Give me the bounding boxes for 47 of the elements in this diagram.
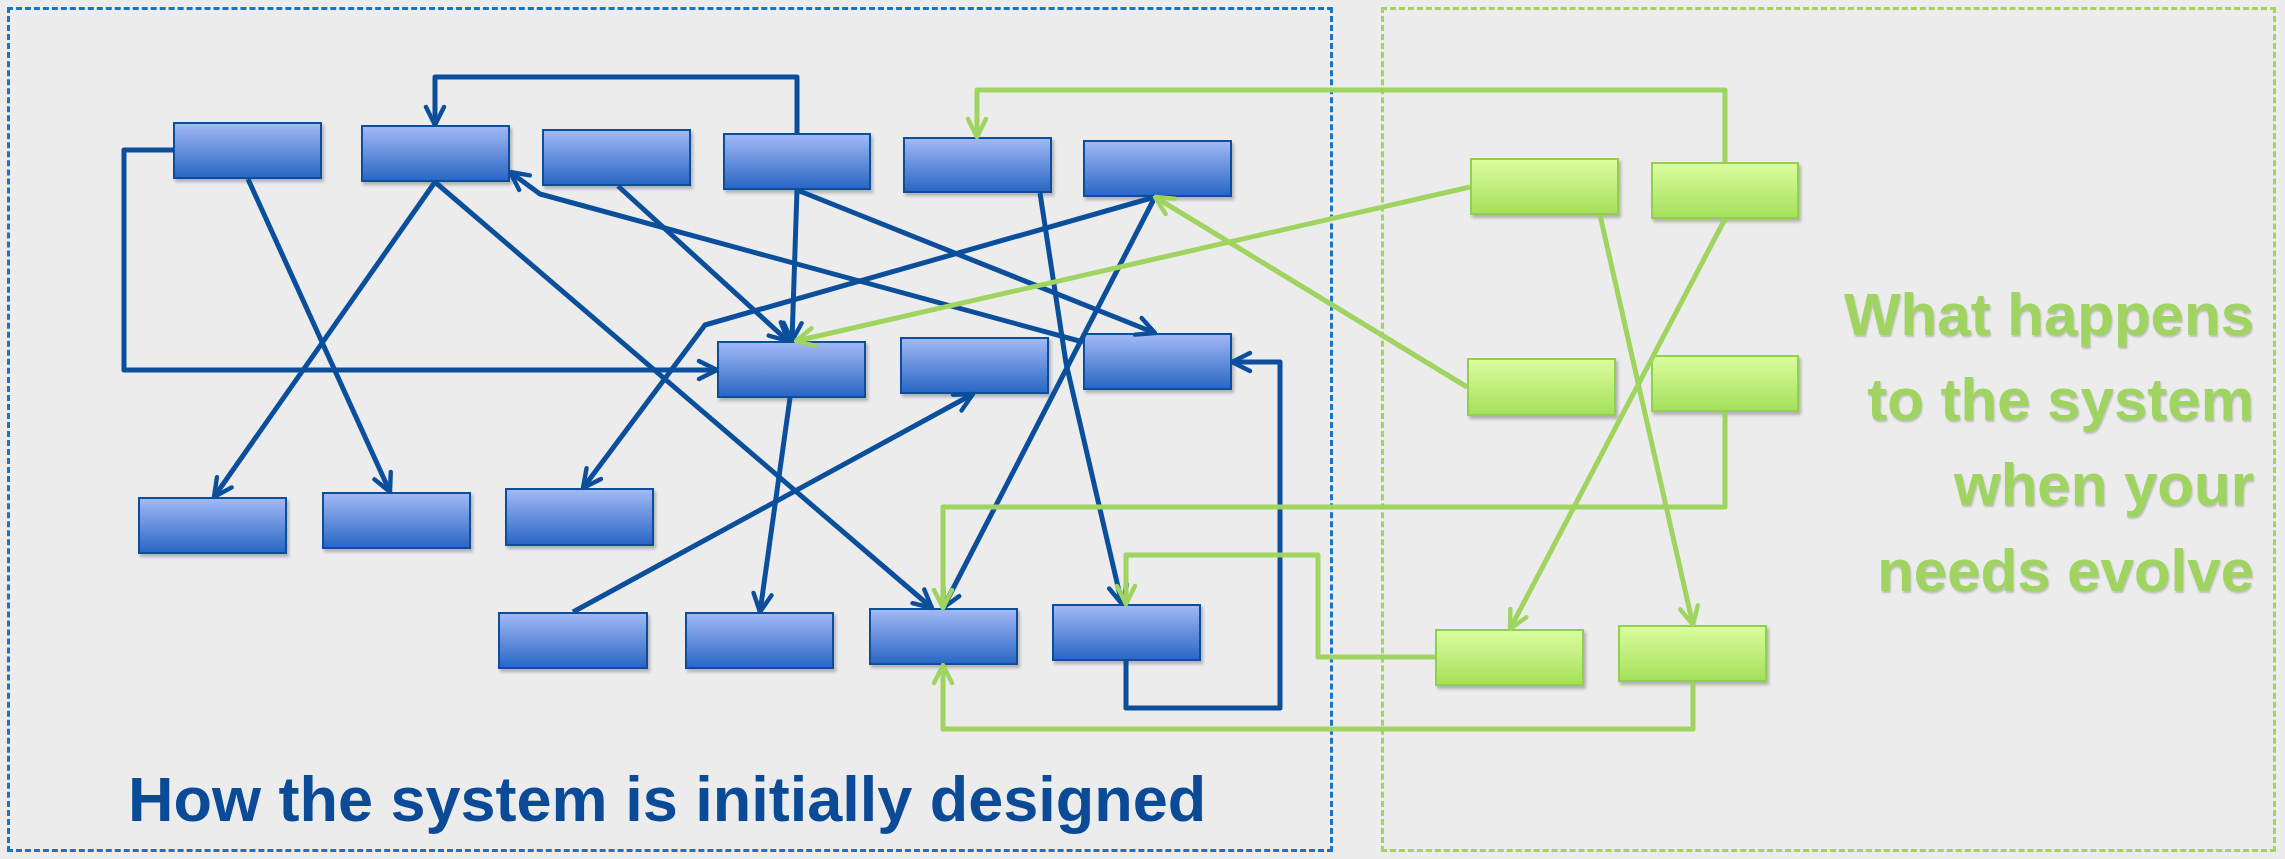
arrow	[211, 180, 438, 500]
dashed-panel	[7, 7, 1333, 852]
arrow	[751, 397, 793, 615]
process-box	[1651, 355, 1799, 412]
arrow	[1507, 217, 1728, 632]
process-box	[1083, 140, 1232, 197]
panel-title: What happens to the system when your needs evolve	[1843, 280, 2254, 606]
process-box	[1435, 629, 1584, 686]
arrow	[121, 147, 720, 382]
arrow	[781, 189, 804, 344]
process-box	[361, 125, 510, 182]
process-box	[542, 129, 691, 186]
process-box	[1470, 158, 1619, 215]
arrow	[507, 169, 1084, 345]
arrow	[931, 662, 1696, 732]
arrow	[1123, 350, 1283, 711]
arrow	[931, 412, 1728, 611]
process-box	[498, 612, 648, 669]
process-box	[903, 137, 1052, 193]
arrow	[1152, 194, 1469, 390]
arrow	[245, 177, 393, 495]
process-box	[138, 497, 287, 554]
process-box	[322, 492, 471, 549]
arrow	[616, 184, 791, 344]
process-box	[717, 341, 866, 398]
arrow	[1114, 552, 1435, 660]
process-box	[1651, 162, 1799, 219]
arrow	[580, 194, 1156, 491]
process-box	[173, 122, 322, 179]
process-box	[1083, 333, 1232, 390]
process-box	[1618, 625, 1767, 682]
process-box	[1052, 604, 1201, 661]
arrow	[571, 391, 976, 615]
arrow	[1597, 214, 1700, 628]
arrow	[433, 180, 935, 611]
process-box	[685, 612, 834, 669]
arrow	[793, 184, 1471, 348]
process-box	[505, 488, 654, 546]
process-box	[900, 337, 1049, 394]
process-box	[1467, 358, 1616, 416]
panel-title: How the system is initially designed	[128, 763, 1208, 836]
dashed-panel	[1381, 7, 2276, 852]
arrow	[796, 187, 1158, 337]
arrow	[423, 74, 800, 133]
process-box	[869, 608, 1018, 665]
arrow	[965, 87, 1728, 162]
process-box	[723, 133, 871, 190]
